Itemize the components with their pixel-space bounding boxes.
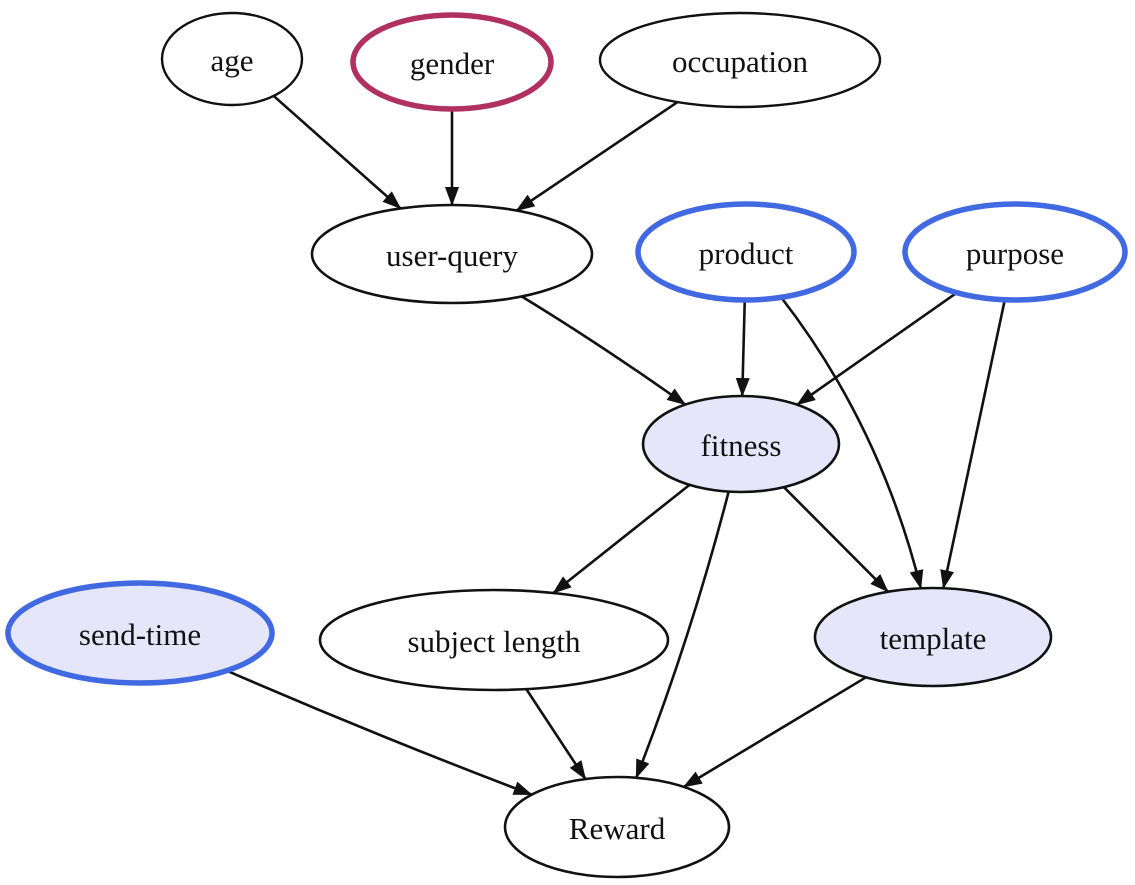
edge-fitness-to-subject-length (552, 483, 691, 595)
edge-age-to-user-query (272, 94, 402, 210)
node-ellipse-subject-length (318, 588, 670, 692)
node-occupation: occupation (598, 11, 882, 109)
node-label-send-time: send-time (79, 617, 201, 652)
edge-user-query-to-fitness (521, 295, 687, 406)
node-label-fitness: fitness (701, 428, 782, 463)
node-label-reward: Reward (569, 811, 666, 846)
node-label-occupation: occupation (672, 44, 809, 79)
node-send-time: send-time (5, 580, 275, 686)
edge-purpose-to-fitness (796, 291, 958, 406)
edge-fitness-to-reward (635, 491, 730, 779)
node-ellipse-template (813, 586, 1053, 688)
edge-fitness-to-template (783, 486, 889, 593)
node-reward: Reward (503, 775, 731, 879)
node-purpose: purpose (902, 201, 1128, 303)
node-ellipse-gender (350, 12, 554, 112)
node-label-age: age (210, 43, 253, 78)
edge-send-time-to-reward (226, 669, 533, 796)
node-fitness: fitness (641, 394, 841, 494)
node-label-template: template (880, 621, 987, 656)
node-label-gender: gender (410, 46, 495, 81)
node-label-subject-length: subject length (407, 624, 581, 659)
edges-layer (226, 94, 1007, 796)
edge-product-to-template (780, 296, 924, 590)
node-ellipse-fitness (641, 394, 841, 494)
node-subject-length: subject length (318, 588, 670, 692)
node-label-user-query: user-query (386, 238, 518, 273)
edge-subject-length-to-reward (525, 688, 587, 780)
node-label-product: product (699, 236, 794, 271)
node-user-query: user-query (310, 203, 594, 305)
nodes-layer: age gender occupation user-query product purp… (5, 11, 1128, 879)
node-ellipse-reward (503, 775, 731, 879)
edge-template-to-reward (682, 676, 867, 788)
node-gender: gender (350, 12, 554, 112)
node-ellipse-occupation (598, 11, 882, 109)
node-label-purpose: purpose (966, 236, 1064, 271)
node-ellipse-product (635, 201, 857, 303)
node-ellipse-age (160, 11, 304, 107)
edge-purpose-to-template (940, 299, 1007, 590)
node-product: product (635, 201, 857, 303)
node-template: template (813, 586, 1053, 688)
node-age: age (160, 11, 304, 107)
edge-occupation-to-user-query (515, 100, 679, 212)
node-ellipse-purpose (902, 201, 1128, 303)
edge-product-to-fitness (735, 299, 750, 398)
node-ellipse-user-query (310, 203, 594, 305)
node-ellipse-send-time (5, 580, 275, 686)
